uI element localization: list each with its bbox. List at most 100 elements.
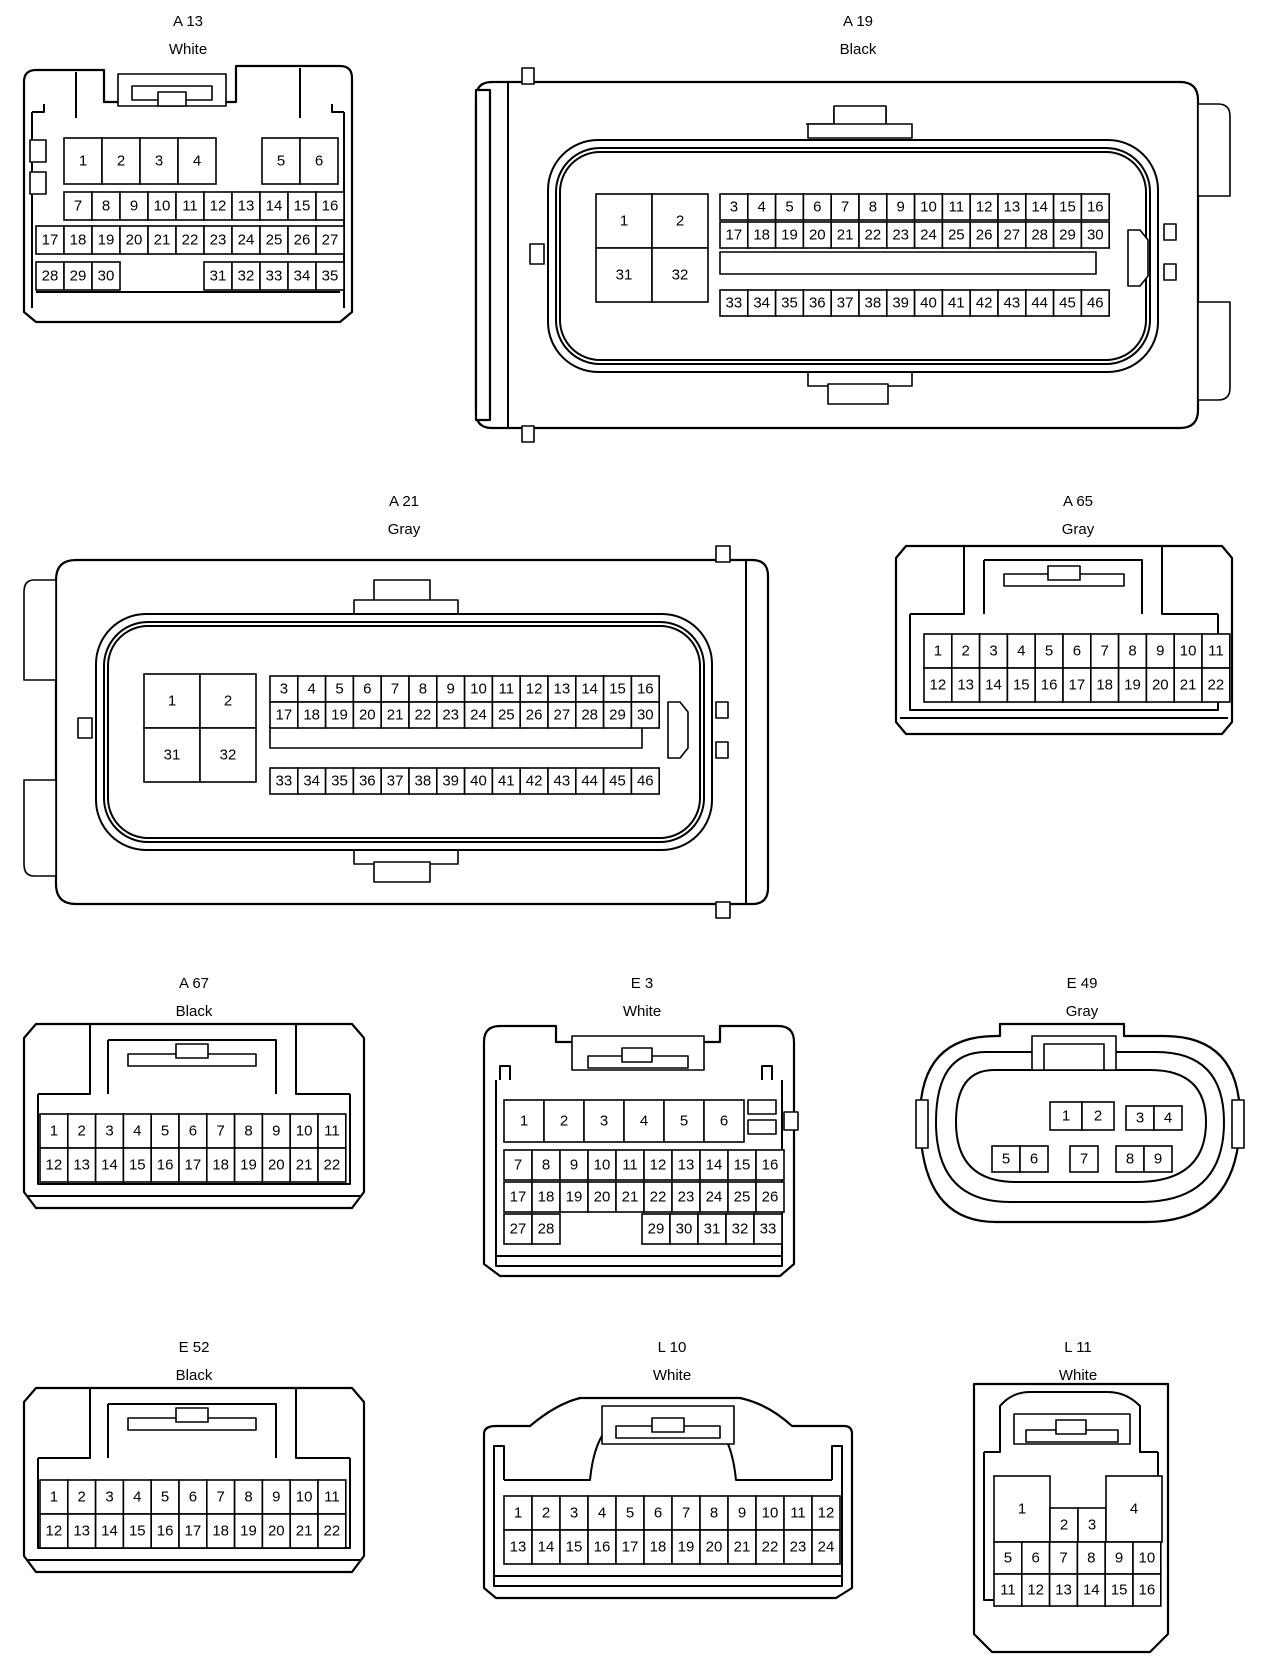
- pin-number: 16: [594, 1539, 611, 1556]
- pin-number: 42: [526, 773, 543, 790]
- pin-number: 10: [1139, 1550, 1156, 1567]
- pin-cell: [1173, 633, 1203, 669]
- pin-number: 12: [46, 1523, 63, 1540]
- pin-number: 11: [1208, 643, 1224, 660]
- pin-number: 23: [790, 1539, 807, 1556]
- pin-number: 19: [331, 707, 348, 724]
- pin-cell: [143, 727, 201, 783]
- pin-number: 6: [363, 681, 371, 698]
- pin-number: 13: [554, 681, 571, 698]
- pin-number: 37: [837, 295, 854, 312]
- pin-number: 16: [762, 1157, 779, 1174]
- pin-cell: [671, 1529, 701, 1565]
- pin-number: 29: [609, 707, 626, 724]
- pin-cell: [317, 1513, 347, 1549]
- pin-number: 7: [217, 1489, 225, 1506]
- pin-number: 11: [790, 1505, 806, 1522]
- pin-number: 18: [753, 227, 770, 244]
- pin-number: 5: [1004, 1550, 1012, 1567]
- pin-number: 18: [70, 232, 87, 249]
- pin-number: 12: [930, 677, 947, 694]
- pin-cell: [139, 137, 179, 185]
- pin-cell: [1025, 289, 1055, 317]
- pin-number: 29: [1059, 227, 1076, 244]
- pin-cell: [1049, 1507, 1079, 1543]
- pin-number: 23: [892, 227, 909, 244]
- pin-number: 28: [42, 268, 59, 285]
- pin-number: 31: [164, 747, 181, 764]
- pin-number: 17: [1069, 677, 1086, 694]
- pin-number: 24: [238, 232, 255, 249]
- connector-label: E 49: [1067, 975, 1098, 992]
- connector-label: E 52: [179, 1339, 210, 1356]
- pin-cell: [630, 767, 661, 795]
- pin-cell: [1080, 221, 1111, 249]
- pin-number: 18: [650, 1539, 667, 1556]
- pin-cell: [651, 247, 709, 303]
- connector-label: A 67: [179, 975, 209, 992]
- pin-cell: [317, 1147, 347, 1183]
- pin-cell: [630, 675, 661, 703]
- pin-number: 14: [266, 198, 283, 215]
- pin-cell: [315, 261, 345, 291]
- pin-cell: [543, 1099, 585, 1143]
- pin-number: 7: [74, 198, 82, 215]
- pin-cell: [63, 191, 93, 221]
- pin-number: 8: [244, 1489, 252, 1506]
- pin-cell: [858, 221, 888, 249]
- pin-cell: [774, 221, 805, 249]
- pin-number: 41: [498, 773, 515, 790]
- pin-number: 9: [272, 1123, 280, 1140]
- connector-color: Gray: [1062, 521, 1095, 538]
- connector-color: Black: [176, 1003, 213, 1020]
- pin-cell: [755, 1149, 785, 1181]
- pin-cell: [39, 1113, 69, 1149]
- pin-number: 6: [1030, 1151, 1038, 1168]
- connector-label: A 13: [173, 13, 203, 30]
- pin-cell: [519, 767, 549, 795]
- pin-number: 38: [865, 295, 882, 312]
- pin-cell: [39, 1513, 69, 1549]
- pin-cell: [63, 261, 93, 291]
- pin-cell: [885, 289, 916, 317]
- pin-cell: [122, 1479, 153, 1515]
- pin-number: 43: [1004, 295, 1021, 312]
- pin-number: 17: [726, 227, 743, 244]
- pin-number: 33: [266, 268, 283, 285]
- pin-cell: [699, 1529, 729, 1565]
- pin-cell: [1062, 633, 1092, 669]
- pin-cell: [1006, 667, 1037, 703]
- pin-cell: [1125, 1105, 1155, 1131]
- pin-number: 5: [1002, 1151, 1010, 1168]
- pin-number: 38: [415, 773, 432, 790]
- pin-cell: [615, 1149, 645, 1181]
- pin-number: 5: [335, 681, 343, 698]
- pin-number: 36: [359, 773, 376, 790]
- pin-number: 24: [470, 707, 487, 724]
- pin-number: 2: [117, 153, 125, 170]
- pin-number: 8: [244, 1123, 252, 1140]
- pin-number: 30: [1087, 227, 1104, 244]
- pin-number: 34: [294, 268, 311, 285]
- pin-cell: [317, 1113, 347, 1149]
- pin-number: 19: [678, 1539, 695, 1556]
- pin-number: 26: [526, 707, 543, 724]
- pin-number: 20: [268, 1157, 285, 1174]
- pin-number: 4: [1164, 1110, 1172, 1127]
- pin-number: 13: [510, 1539, 527, 1556]
- pin-number: 5: [1045, 643, 1053, 660]
- pin-cell: [287, 225, 317, 255]
- pin-number: 15: [1111, 1582, 1128, 1599]
- pin-number: 36: [809, 295, 826, 312]
- pin-number: 35: [781, 295, 798, 312]
- pin-cell: [727, 1181, 757, 1213]
- pin-number: 17: [185, 1157, 202, 1174]
- pin-number: 17: [510, 1189, 527, 1206]
- pin-number: 1: [50, 1489, 58, 1506]
- pin-cell: [830, 289, 860, 317]
- pin-number: 9: [272, 1489, 280, 1506]
- pin-number: 19: [98, 232, 115, 249]
- pin-cell: [206, 1147, 236, 1183]
- pin-cell: [233, 1147, 264, 1183]
